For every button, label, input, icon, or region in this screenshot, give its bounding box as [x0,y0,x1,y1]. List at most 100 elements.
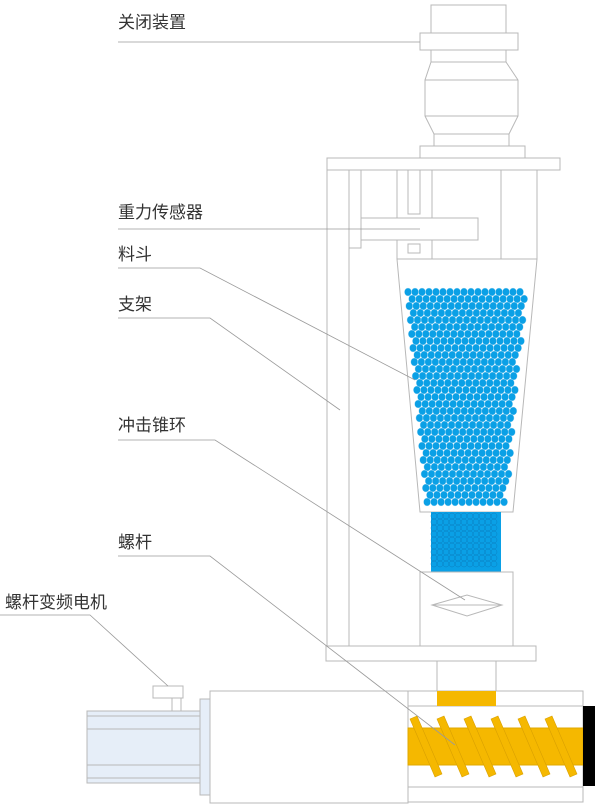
pellet [461,336,469,346]
pellet [450,448,458,458]
pellet [447,490,455,500]
pellet [440,490,448,500]
pellet [428,434,436,444]
pellet [472,497,480,507]
pellet [422,294,430,304]
pellet [467,441,475,451]
pellet [488,371,497,381]
pellet [437,497,445,507]
pellet [461,420,470,430]
pellet [485,329,493,339]
pellet [501,392,509,402]
pellet [424,357,433,367]
pellet [428,364,437,374]
pellet [441,315,450,325]
label-gravity-sensor: 重力传感器 [118,203,203,223]
pellet [423,462,432,472]
pellet [493,308,502,318]
pellet [506,413,515,423]
pellet [444,427,453,437]
pellet [455,350,464,360]
pellet [446,287,454,297]
pellet [505,399,513,409]
pellet [455,315,464,325]
pellet [449,364,458,374]
pellet [504,315,513,325]
pellet [493,343,501,353]
pellet [481,441,489,451]
pellet [460,287,468,297]
pellet [454,336,462,346]
pellet [440,455,449,465]
pellet [469,315,478,325]
pellet [476,315,485,325]
pellet [454,420,463,430]
pellet [502,441,510,451]
pellet [487,357,496,367]
pellet [473,476,482,486]
pellet [413,315,422,325]
pellet [450,483,458,493]
pellet [507,427,516,437]
pellet [487,392,495,402]
pellet [466,476,475,486]
pellet [500,343,508,353]
pellet [485,378,494,388]
pellet [450,294,458,304]
pellet [406,315,415,325]
pellet [488,406,497,416]
pellet [425,371,434,381]
pellet [504,469,513,479]
pellet [495,406,504,416]
pellet [459,357,468,367]
pellet [438,476,447,486]
pellet [492,483,500,493]
pellet [465,462,474,472]
pellet [482,420,491,430]
pellet [445,357,454,367]
pellet [480,476,489,486]
pellet [433,301,442,311]
pellet [461,455,470,465]
pellet [487,322,496,332]
pellet [477,364,486,374]
pellet [404,287,412,297]
pellet [457,413,466,423]
pellet [425,287,433,297]
pellet [503,301,512,311]
material-column [431,512,501,572]
pellet [501,322,510,332]
pellet [432,441,440,451]
pellet [499,294,507,304]
screw-flight [409,715,443,778]
pellet [466,322,475,332]
pellet [426,490,434,500]
pellet [483,385,491,395]
pellet [462,469,471,479]
pellet [466,392,474,402]
pellet [412,301,421,311]
pellet [433,490,441,500]
pellet [410,322,419,332]
pellet [478,448,486,458]
pellet [473,322,482,332]
pellet [455,469,464,479]
pellet [458,343,466,353]
pellet [448,350,457,360]
pellet [499,329,507,339]
pellet [440,420,449,430]
pellet [409,308,418,318]
pellet [431,322,440,332]
pellet [508,357,517,367]
pellet [456,364,465,374]
pellet [505,434,513,444]
pellet [490,315,499,325]
impact-cone-ring [419,571,514,647]
pellet [452,476,461,486]
pellet [431,357,440,367]
pellet [468,301,477,311]
pellet [476,385,484,395]
pellet [410,357,419,367]
pellet [432,371,441,381]
pellet [496,455,505,465]
